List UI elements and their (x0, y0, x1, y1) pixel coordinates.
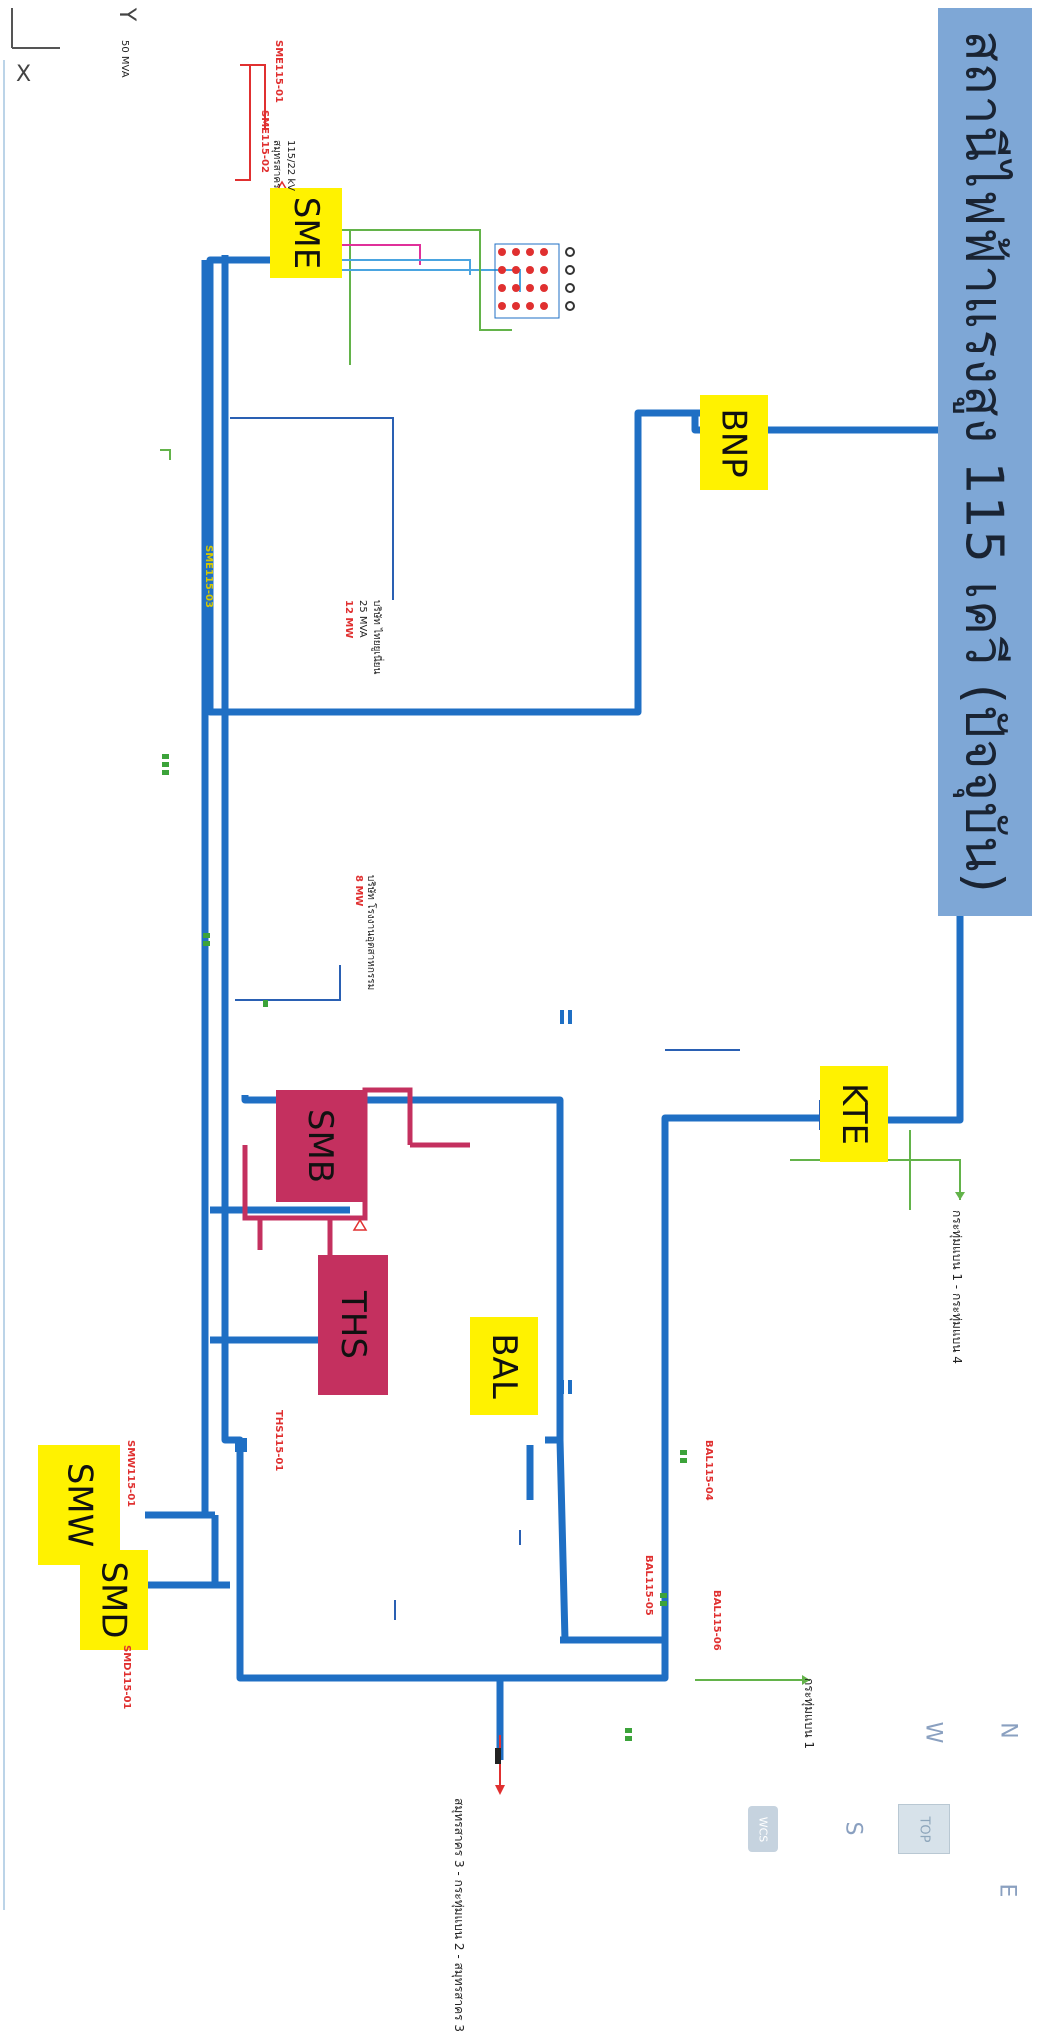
compass-e: E (994, 1883, 1020, 1898)
station-kte[interactable]: KTE (820, 1066, 888, 1162)
label-smw-feeder: SMW115-01 (125, 1440, 136, 1508)
label-capacity-50: 50 MVA (119, 40, 130, 78)
axis-x-label: X (16, 62, 32, 87)
compass-s: S (840, 1821, 866, 1836)
label-to-samut-3: สมุทรสาคร 3 - กระทุ่มแบน 2 - สมุทรสาคร 3 (452, 1798, 466, 2032)
distribution-lines (230, 417, 821, 1620)
line-arrows (802, 1192, 965, 1685)
label-mw-8: 8 MW (353, 875, 364, 907)
station-ths[interactable]: THS (318, 1255, 388, 1395)
label-sme-feeder-2: SME115-02 (259, 110, 270, 173)
label-factory-2: บริษัท โรงงานอุตสาหกรรม (365, 875, 376, 991)
station-bal[interactable]: BAL (470, 1317, 538, 1415)
axis-indicator (11, 8, 60, 49)
switchgear-array (494, 243, 575, 319)
sme-feeders (342, 229, 521, 331)
label-sme-station-b: สมุทรสาคร (271, 140, 282, 189)
label-mw-12: 12 MW (343, 600, 354, 639)
station-smd[interactable]: SMD (80, 1550, 148, 1650)
transmission-lines (145, 255, 964, 1760)
warning-icon (352, 1218, 368, 1231)
station-smw[interactable]: SMW (38, 1445, 120, 1565)
compass-w: W (920, 1721, 946, 1744)
axis-y-label: Y (114, 7, 140, 22)
view-top-button[interactable]: TOP (898, 1804, 950, 1854)
wcs-button[interactable]: WCS (748, 1806, 778, 1852)
label-bal-feeder-2: BAL115-05 (643, 1555, 654, 1616)
red-lines-smb (242, 1087, 470, 1255)
station-smb[interactable]: SMB (276, 1090, 364, 1202)
title-bar (938, 8, 1032, 916)
label-ths-feeder: THS115-01 (273, 1410, 284, 1472)
red-arrow (495, 1785, 505, 1795)
label-to-kfp-1: กระทุ่มแบน 1 (802, 1678, 816, 1749)
station-bnp[interactable]: BNP (700, 395, 768, 490)
green-markers (162, 754, 687, 1741)
label-factory-1: บริษัท ไทยยูเนี่ยน (371, 600, 382, 675)
label-sme-station-a: 115/22 kV (285, 140, 296, 191)
label-to-kfp-1-4: กระทุ่มแบน 1 - กระทุ่มแบน 4 (950, 1210, 964, 1364)
page-title: สถานีไฟฟ้าแรงสูง 115 เควี (ปัจจุบัน) (953, 30, 1014, 894)
station-sme[interactable]: SME (270, 188, 342, 278)
label-smd-feeder: SMD115-01 (121, 1645, 132, 1710)
label-capacity-25: 25 MVA (357, 600, 368, 638)
compass-n: N (995, 1722, 1021, 1739)
label-bal-feeder-1: BAL115-04 (703, 1440, 714, 1501)
single-line-diagram (3, 8, 965, 1910)
label-sme-feeder-1: SME115-01 (273, 40, 284, 103)
label-bal-feeder-3: BAL115-06 (711, 1590, 722, 1651)
label-sme-feeder-3: SME115-03 (203, 545, 214, 608)
